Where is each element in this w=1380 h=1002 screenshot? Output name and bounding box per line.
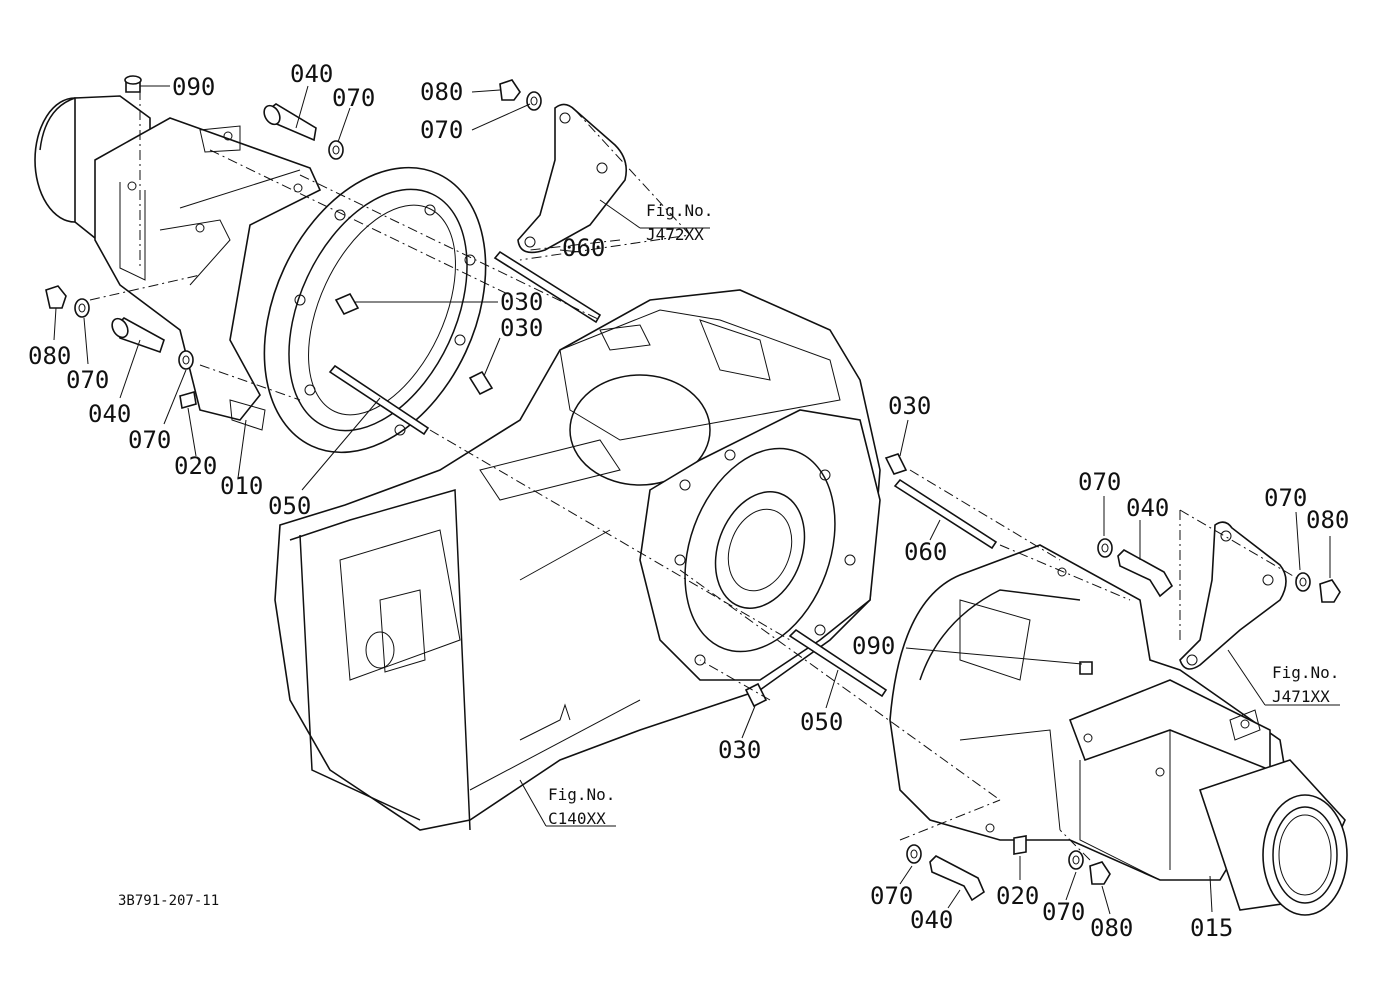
callout-080-bottom: 080: [1090, 914, 1133, 942]
callout-080-top: 080: [420, 78, 463, 106]
callout-090-top: 090: [172, 73, 215, 101]
callout-020-left: 020: [174, 452, 217, 480]
callout-040-bottom: 040: [910, 906, 953, 934]
callout-060-top: 060: [562, 234, 605, 262]
document-code: 3B791-207-11: [118, 893, 219, 909]
callout-070-left: 070: [66, 366, 109, 394]
callout-070-top2: 070: [420, 116, 463, 144]
fasteners: [45, 75, 1341, 902]
figure-references: Fig.No. J472XX Fig.No. J471XX Fig.No. C1…: [548, 201, 1339, 828]
callout-050-right: 050: [800, 708, 843, 736]
callout-070-left2: 070: [128, 426, 171, 454]
callout-080-left: 080: [28, 342, 71, 370]
assembly-phantom-lines: [89, 90, 1301, 861]
leader-lines: [53, 85, 1340, 915]
callout-040-right: 040: [1126, 494, 1169, 522]
transmission-case: [274, 289, 881, 831]
callout-020-bottom: 020: [996, 882, 1039, 910]
callout-030-right: 030: [888, 392, 931, 420]
callout-060-right: 060: [904, 538, 947, 566]
bracket-right: [1179, 521, 1287, 670]
callout-030-a: 030: [500, 288, 543, 316]
callout-080-right: 080: [1306, 506, 1349, 534]
callout-040-left: 040: [88, 400, 131, 428]
callout-070-top: 070: [332, 84, 375, 112]
fig-j472-label: Fig.No.: [646, 201, 713, 220]
fig-c140-code: C140XX: [548, 809, 606, 828]
callout-090-right: 090: [852, 632, 895, 660]
bracket-upper: [517, 103, 628, 254]
callout-015: 015: [1190, 914, 1233, 942]
callout-070-bottom2: 070: [1042, 898, 1085, 926]
callout-050-left: 050: [268, 492, 311, 520]
left-axle-housing: [34, 95, 487, 454]
fig-j472-code: J472XX: [646, 225, 704, 244]
fig-c140-label: Fig.No.: [548, 785, 615, 804]
fig-j471-label: Fig.No.: [1272, 663, 1339, 682]
callout-030-bottom: 030: [718, 736, 761, 764]
callout-070-bottom: 070: [870, 882, 913, 910]
callout-070-right: 070: [1078, 468, 1121, 496]
callout-labels: 090 040 070 080 070 060 030 030 080 070 …: [28, 60, 1349, 942]
right-axle-housing: [889, 544, 1348, 916]
fig-j471-code: J471XX: [1272, 687, 1330, 706]
callout-070-right2: 070: [1264, 484, 1307, 512]
callout-030-b: 030: [500, 314, 543, 342]
callout-040-top: 040: [290, 60, 333, 88]
callout-010: 010: [220, 472, 263, 500]
